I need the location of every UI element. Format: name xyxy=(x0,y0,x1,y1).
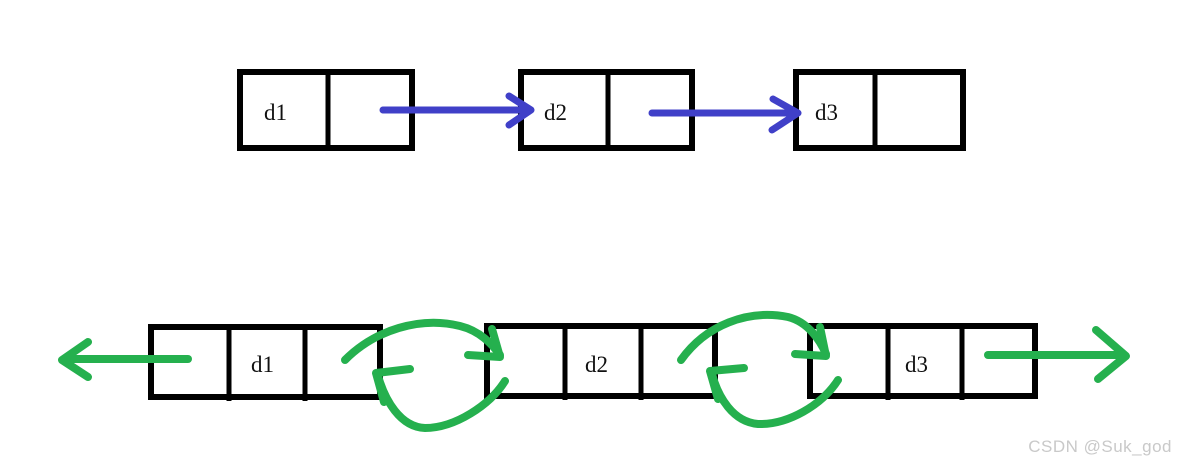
head-prev-to-null-arrow xyxy=(58,338,192,381)
node-d3-label: d3 xyxy=(815,100,838,125)
doubly-linked-list-diagram xyxy=(58,310,1130,433)
csdn-watermark: CSDN @Suk_god xyxy=(1028,437,1172,456)
next-pointer-d2-to-d3-curve xyxy=(677,310,830,364)
next-pointer-d1-to-d2-head xyxy=(464,325,504,361)
next-pointer-d1-to-d2 xyxy=(379,92,535,129)
next-pointer-d2-to-d3-shaft xyxy=(677,310,830,364)
head-prev-to-null-head xyxy=(58,338,92,381)
prev-pointer-d3-to-d2-curve xyxy=(706,364,842,429)
next-pointer-d2-to-d3-head xyxy=(791,323,830,360)
dnode-d2-label: d2 xyxy=(585,352,608,377)
next-pointer-d2-to-d3-head xyxy=(768,95,802,134)
dnode-d1-label: d1 xyxy=(251,352,274,377)
prev-pointer-d2-to-d1-curve xyxy=(372,365,509,433)
next-pointer-d1-to-d2-curve xyxy=(341,318,504,364)
tail-next-to-null-head xyxy=(1092,326,1130,383)
node-d1-label: d1 xyxy=(264,100,287,125)
dnode-d3-box xyxy=(807,323,1038,399)
prev-pointer-d2-to-d1-head xyxy=(372,365,414,406)
next-pointer-d1-to-d2-head xyxy=(505,92,535,129)
next-pointer-d2-to-d3 xyxy=(648,95,802,134)
singly-linked-list-diagram xyxy=(237,69,966,151)
tail-next-to-null-arrow xyxy=(984,326,1130,383)
prev-pointer-d2-to-d1-shaft xyxy=(374,372,509,433)
dnode-d3 xyxy=(807,323,1038,400)
node-d2-label: d2 xyxy=(544,100,567,125)
dnode-d3-label: d3 xyxy=(905,352,928,377)
dnode-d2 xyxy=(484,323,718,400)
prev-pointer-d3-to-d2-head xyxy=(706,364,748,403)
dnode-d2-box xyxy=(484,323,718,399)
next-pointer-d1-to-d2-shaft xyxy=(341,318,504,364)
